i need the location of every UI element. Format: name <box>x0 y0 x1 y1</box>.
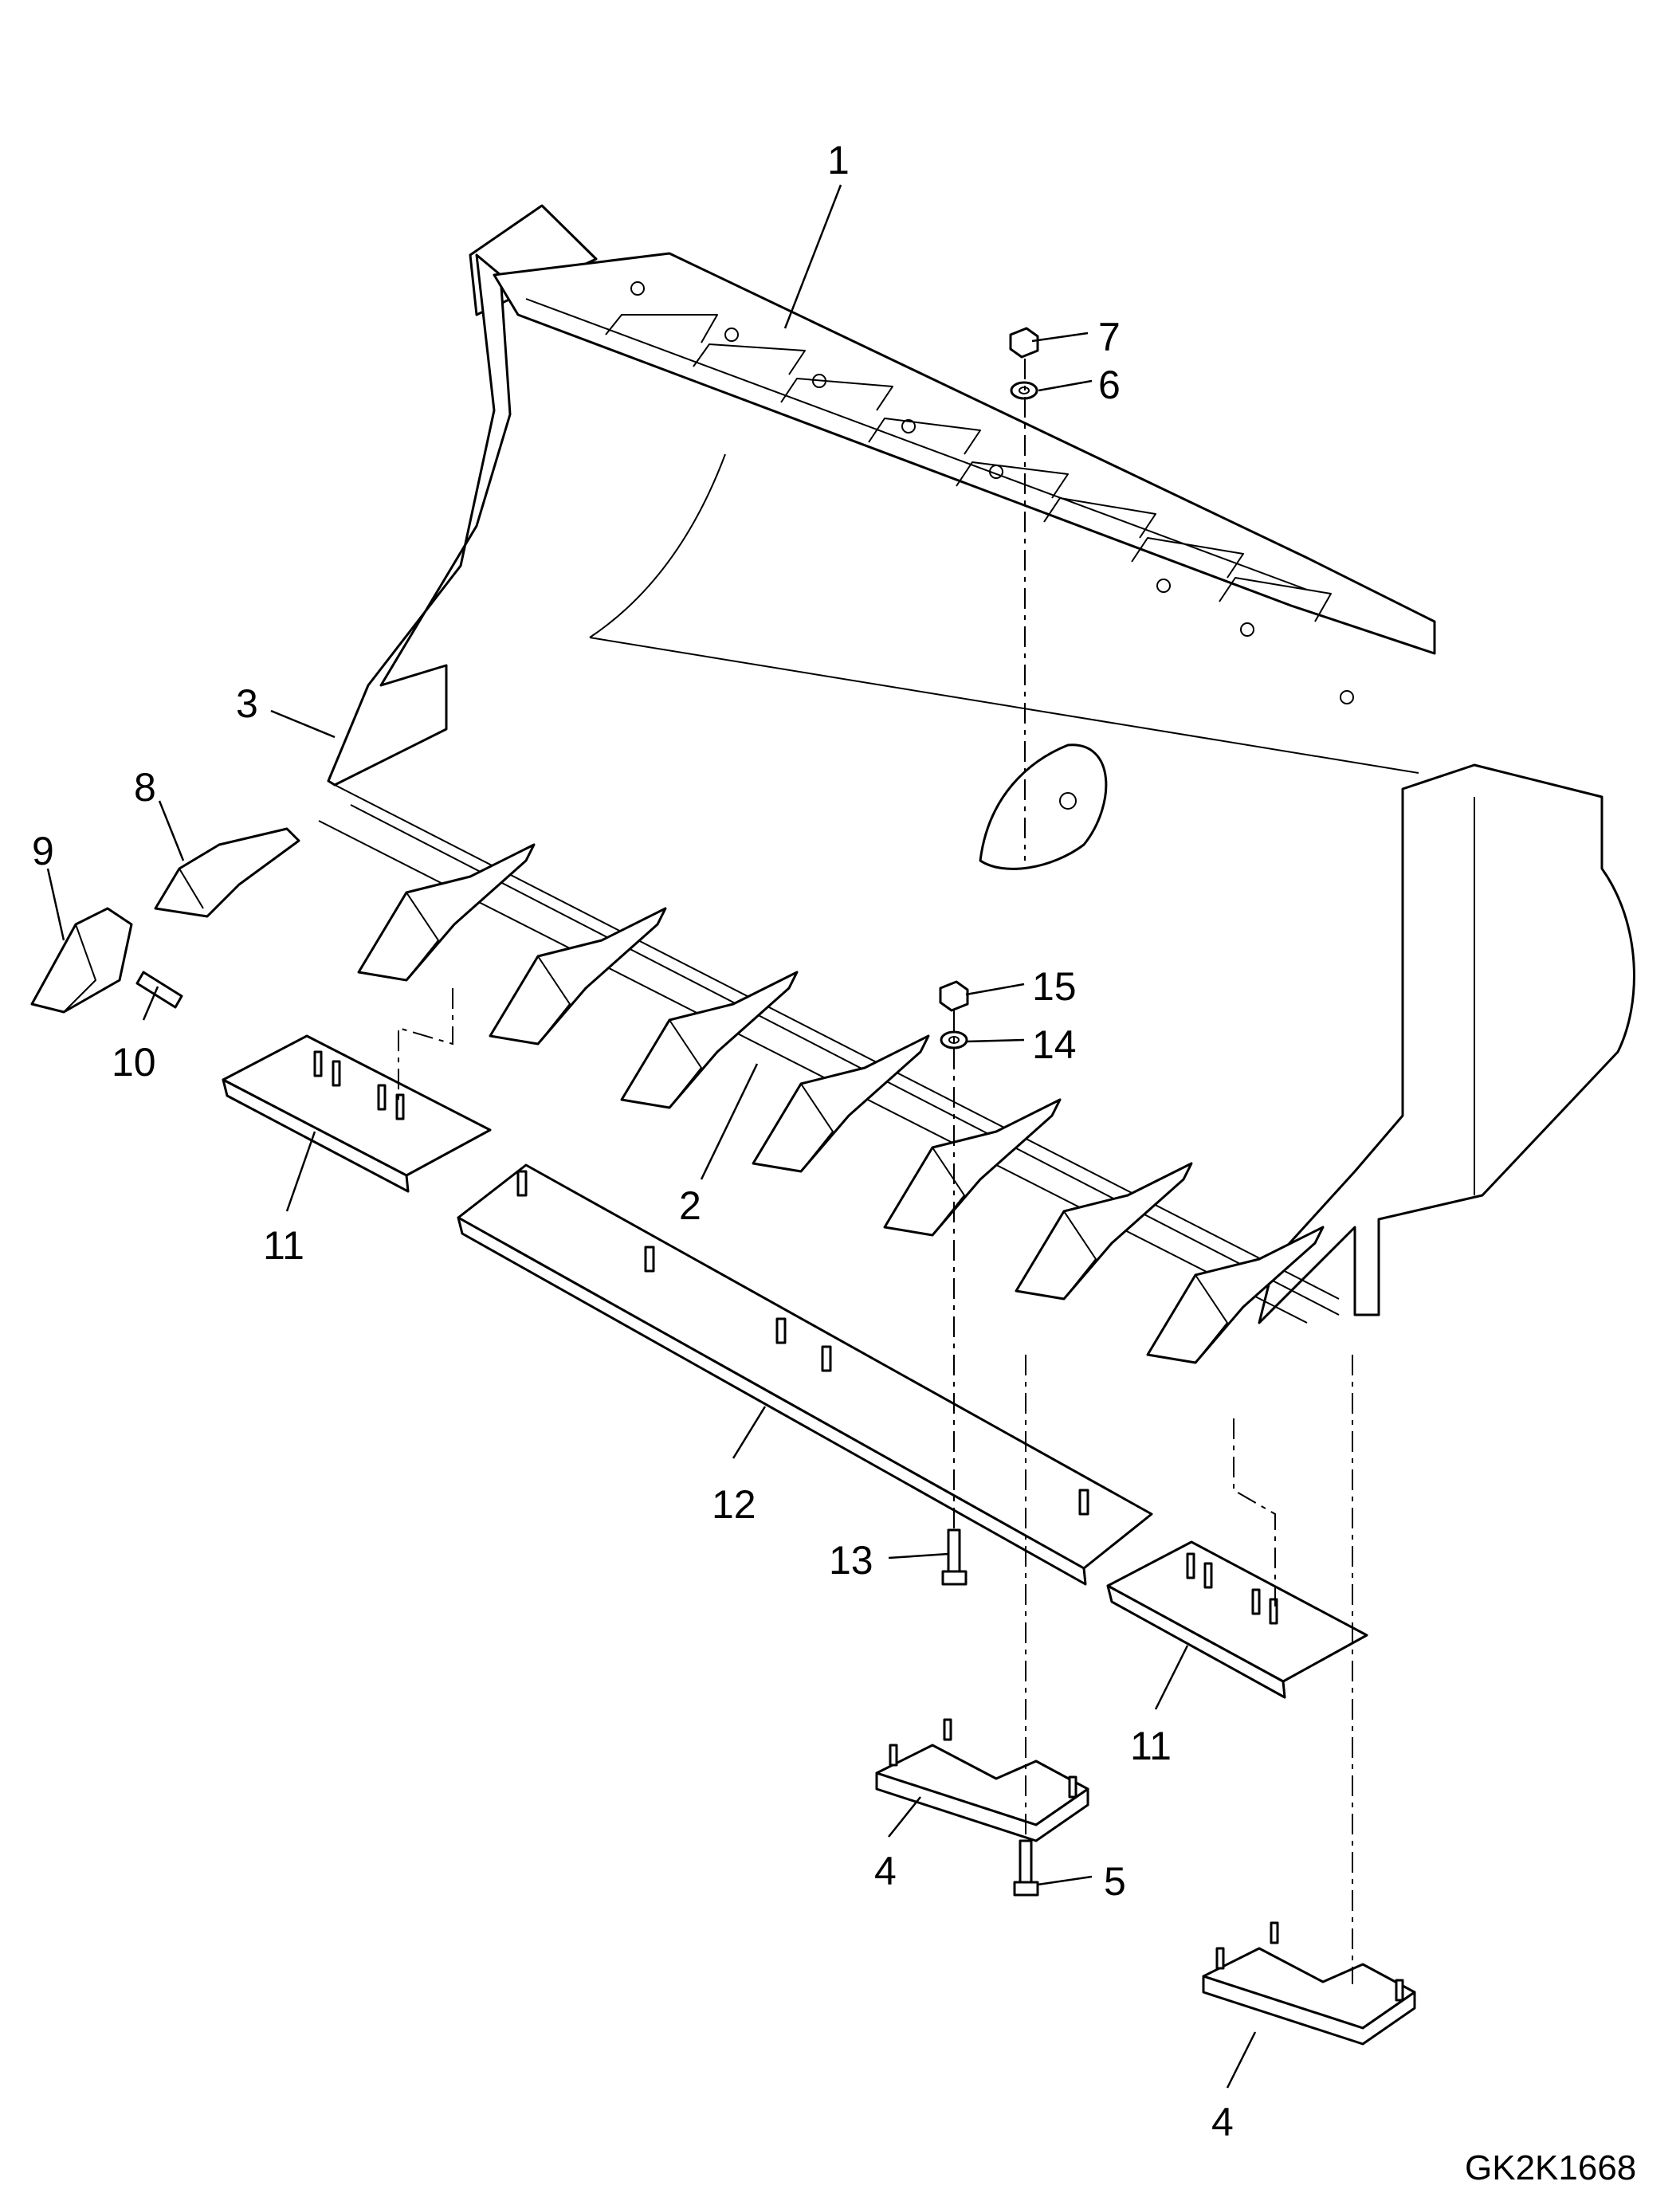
callout-5: 5 <box>1104 1859 1126 1904</box>
center-lines <box>398 359 1353 1984</box>
end-protector-4-upper <box>875 1718 1089 1842</box>
callout-8: 8 <box>134 765 156 810</box>
segment-11-left <box>222 1034 492 1193</box>
callout-4-lower: 4 <box>1211 2100 1234 2144</box>
callout-7: 7 <box>1098 315 1121 359</box>
callouts: 1 7 6 3 8 9 10 15 14 2 11 12 13 11 4 5 4 <box>32 138 1234 2144</box>
segment-11-right <box>1106 1540 1368 1699</box>
callout-1: 1 <box>827 138 850 182</box>
adapter-part-8 <box>154 827 300 918</box>
tooth-6 <box>1015 1162 1193 1301</box>
teeth-row <box>357 843 1325 1364</box>
callout-12: 12 <box>712 1482 756 1527</box>
tooth-3 <box>620 971 799 1109</box>
callout-6: 6 <box>1098 363 1121 407</box>
tooth-4 <box>752 1034 930 1173</box>
callout-4-upper: 4 <box>874 1849 897 1893</box>
callout-14: 14 <box>1032 1022 1077 1067</box>
callout-13: 13 <box>829 1538 873 1583</box>
callout-2: 2 <box>679 1183 701 1228</box>
bucket <box>318 204 1635 1324</box>
tooth-part-9 <box>30 907 133 1014</box>
nut-part-7 <box>1009 327 1039 359</box>
leader-lines <box>46 184 1257 2089</box>
tooth-2 <box>489 907 667 1046</box>
nut-part-15 <box>939 980 969 1012</box>
tooth-1 <box>357 843 536 982</box>
tooth-7 <box>1146 1226 1325 1364</box>
end-protector-4-lower <box>1202 1921 1416 2046</box>
tooth-5 <box>883 1098 1062 1237</box>
bolt-part-13 <box>941 1528 968 1586</box>
callout-11-left: 11 <box>263 1223 304 1268</box>
callout-11-right: 11 <box>1130 1724 1172 1768</box>
bolt-part-5 <box>1013 1839 1039 1897</box>
callout-15: 15 <box>1032 964 1077 1009</box>
callout-10: 10 <box>112 1040 156 1085</box>
cutting-edge-12 <box>457 1163 1153 1586</box>
callout-9: 9 <box>32 829 54 873</box>
pin-part-10 <box>135 971 183 1009</box>
callout-3: 3 <box>236 681 258 726</box>
drawing-code: GK2K1668 <box>1465 2148 1636 2187</box>
